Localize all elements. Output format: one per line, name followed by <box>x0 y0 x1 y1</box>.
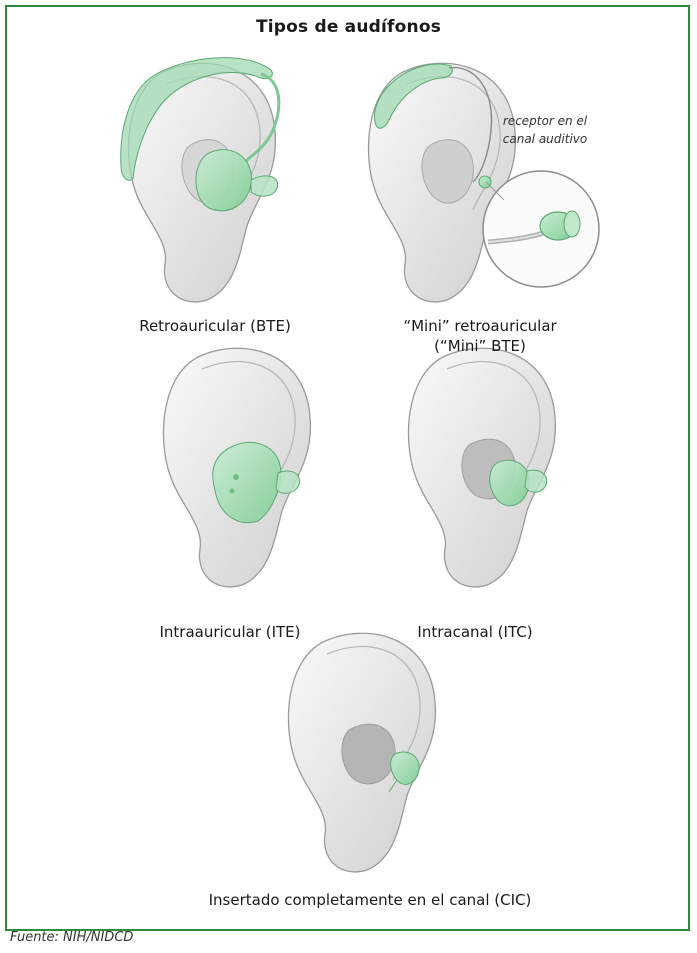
source-credit: Fuente: NIH/NIDCD <box>10 930 133 945</box>
label-cic: Insertado completamente en el canal (CIC… <box>160 890 580 910</box>
bte-earmold-tip <box>251 176 278 196</box>
bte-ear-illustration <box>105 50 305 310</box>
label-mini-bte-line1: “Mini” retroauricular <box>350 316 610 336</box>
ear-concha <box>342 724 395 784</box>
callout-line1: receptor en el <box>490 112 600 130</box>
receiver-callout: receptor en el canal auditivo <box>490 112 600 148</box>
label-bte: Retroauricular (BTE) <box>95 316 335 336</box>
ite-device-tip <box>276 471 300 493</box>
label-ite: Intraauricular (ITE) <box>110 622 350 642</box>
cic-ear-illustration <box>265 620 465 880</box>
label-mini-bte-line2: (“Mini” BTE) <box>350 336 610 356</box>
itc-ear-illustration <box>385 335 585 595</box>
ite-vent <box>233 474 239 480</box>
ite-mic <box>230 489 235 494</box>
ite-ear-illustration <box>140 335 340 595</box>
inset-connector <box>470 178 510 208</box>
figure-title: Tipos de audífonos <box>0 17 697 37</box>
itc-device-tip <box>525 470 547 492</box>
label-mini-bte: “Mini” retroauricular (“Mini” BTE) <box>350 316 610 356</box>
inset-receiver-dome <box>564 211 580 237</box>
bte-earmold <box>196 150 251 211</box>
label-itc: Intracanal (ITC) <box>360 622 590 642</box>
callout-line2: canal auditivo <box>490 130 600 148</box>
